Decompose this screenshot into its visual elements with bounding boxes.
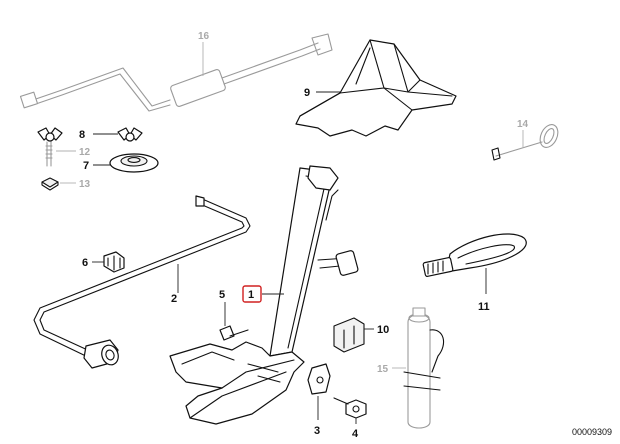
part-16-wrench-bar[interactable] — [19, 33, 333, 112]
part-3-holder-bracket[interactable] — [307, 363, 331, 395]
part-2-crank-handle[interactable] — [33, 195, 251, 369]
part-14-pin[interactable] — [491, 122, 561, 161]
part-8-wing-nut-left[interactable] — [37, 127, 63, 142]
part-9-wheel-chock[interactable] — [295, 39, 457, 137]
part-12-bolt[interactable] — [45, 141, 53, 167]
part-4-wing-bolt[interactable] — [333, 397, 367, 419]
callout-15[interactable]: 15 — [377, 364, 389, 375]
part-1-car-jack[interactable] — [169, 165, 359, 425]
callout-3[interactable]: 3 — [314, 425, 320, 437]
callout-8[interactable]: 8 — [79, 129, 85, 141]
callout-6[interactable]: 6 — [82, 257, 88, 269]
part-6-clip[interactable] — [103, 251, 125, 273]
callout-1-highlight — [242, 285, 262, 303]
part-13-square-nut[interactable] — [41, 177, 59, 191]
callout-4[interactable]: 4 — [352, 428, 359, 440]
part-7-mounting-bowl[interactable] — [109, 153, 159, 173]
callout-2[interactable]: 2 — [171, 293, 177, 305]
callout-16[interactable]: 16 — [198, 31, 210, 42]
callout-1[interactable]: 1 — [248, 289, 254, 301]
callout-14[interactable]: 14 — [517, 119, 529, 130]
callout-5[interactable]: 5 — [219, 289, 225, 301]
callout-11[interactable]: 11 — [478, 301, 490, 313]
part-15-bottle-holder[interactable] — [403, 307, 445, 429]
callout-13[interactable]: 13 — [79, 179, 91, 190]
callout-9[interactable]: 9 — [304, 87, 310, 99]
callout-12[interactable]: 12 — [79, 147, 91, 158]
part-8-wing-nut-right[interactable] — [117, 127, 143, 142]
callout-7[interactable]: 7 — [83, 160, 89, 172]
part-10-rubber-pad[interactable] — [333, 317, 365, 353]
callout-10[interactable]: 10 — [377, 324, 389, 336]
part-11-towing-eye[interactable] — [422, 233, 527, 277]
diagram-code: 00009309 — [572, 427, 612, 437]
part-5-screw[interactable] — [219, 325, 249, 341]
